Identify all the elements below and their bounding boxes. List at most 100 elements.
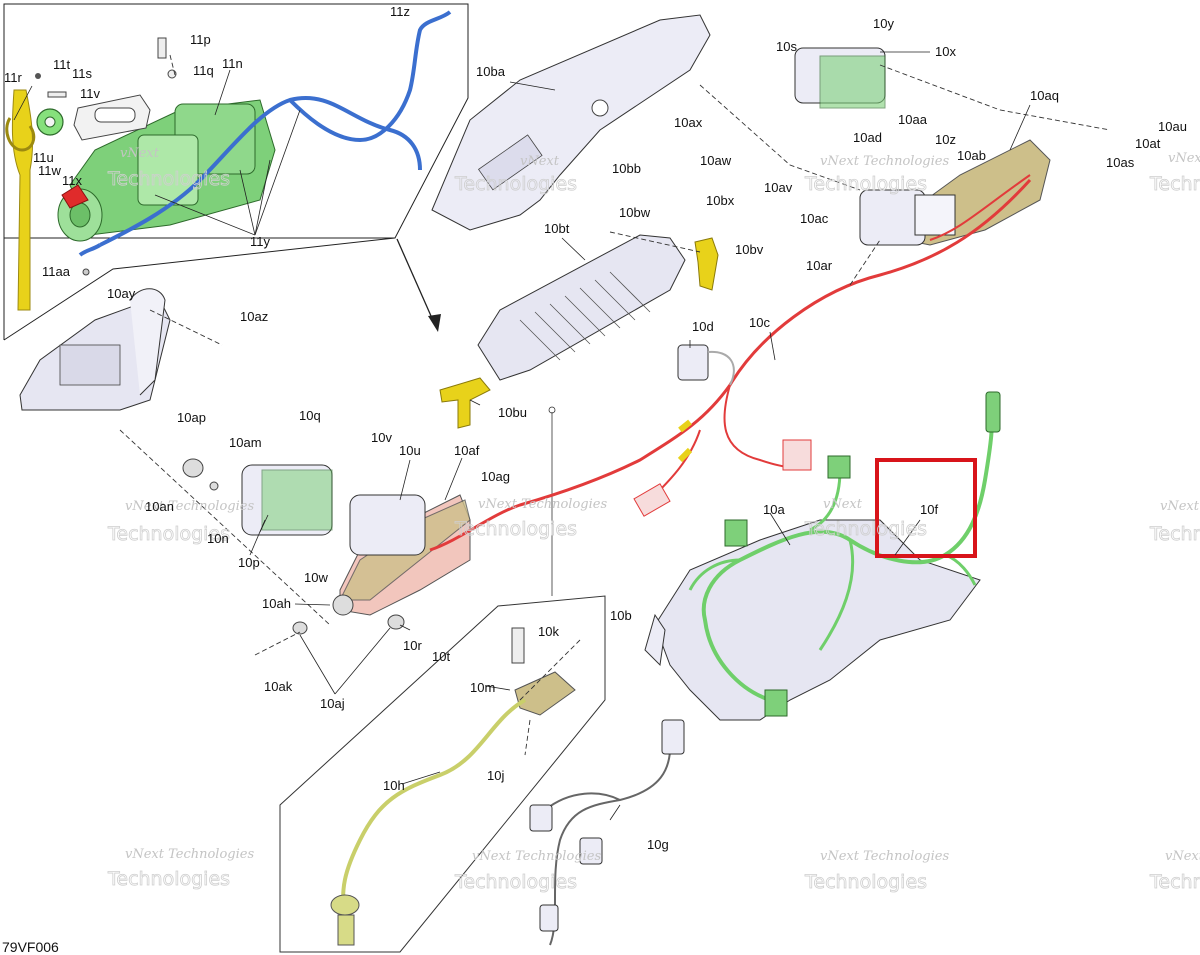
part-label: 11n bbox=[222, 56, 243, 71]
watermark-text: vNext Technologies bbox=[820, 849, 949, 864]
part-label: 10an bbox=[145, 499, 174, 514]
relay-assembly-10aq bbox=[859, 139, 1051, 246]
watermark-text: Technologies bbox=[107, 868, 230, 890]
watermark-text: Technologies bbox=[1149, 173, 1200, 195]
controller-10bt bbox=[477, 234, 686, 381]
part-label: 10au bbox=[1158, 119, 1187, 134]
relay-assembly-10af bbox=[332, 494, 471, 616]
watermark-text: Technologies bbox=[454, 173, 577, 195]
part-label: 10bt bbox=[544, 221, 570, 236]
part-label: 10j bbox=[487, 768, 504, 783]
part-label: 10az bbox=[240, 309, 268, 324]
watermark-text: vNext bbox=[1168, 151, 1200, 166]
highlight-box-10f bbox=[875, 458, 977, 558]
watermark-text: vNext Technologies bbox=[125, 499, 254, 514]
part-label: 10aj bbox=[320, 696, 345, 711]
part-label: 10r bbox=[403, 638, 422, 653]
part-label: 10f bbox=[920, 502, 938, 517]
part-label: 11t bbox=[53, 57, 70, 72]
part-label: 10bw bbox=[619, 205, 651, 220]
part-label: 11v bbox=[80, 86, 100, 101]
harness-10c bbox=[429, 178, 1032, 552]
watermark-text: vNext bbox=[120, 146, 160, 161]
watermark-text: vNext Technologies bbox=[820, 154, 949, 169]
part-label: 10ay bbox=[107, 286, 136, 301]
part-label: 11u bbox=[33, 150, 54, 165]
sensor-inset-frame bbox=[279, 406, 606, 953]
part-label: 10ba bbox=[476, 64, 506, 79]
relay-10s bbox=[794, 47, 886, 109]
part-label: 10ax bbox=[674, 115, 703, 130]
part-label: 11p bbox=[190, 32, 211, 47]
part-label: 10p bbox=[238, 555, 260, 570]
part-label: 10bx bbox=[706, 193, 735, 208]
part-label: 10ah bbox=[262, 596, 291, 611]
part-label: 11aa bbox=[42, 264, 71, 279]
bracket-10a bbox=[644, 519, 981, 721]
winch-inset-frame bbox=[3, 3, 469, 239]
connector-10d bbox=[677, 344, 735, 386]
watermark-text: vNext Technologies bbox=[1160, 499, 1200, 514]
watermark-text: Technologies bbox=[454, 518, 577, 540]
watermark-text: Technologies bbox=[804, 173, 927, 195]
part-label: 10ag bbox=[481, 469, 510, 484]
part-label: 10a bbox=[763, 502, 785, 517]
watermark-text: vNext bbox=[1165, 849, 1200, 864]
part-label: 10bb bbox=[612, 161, 641, 176]
fuse-box-inset-frame bbox=[3, 237, 396, 341]
assembly-lines bbox=[119, 54, 1111, 756]
part-label: 10af bbox=[454, 443, 480, 458]
part-label: 10aw bbox=[700, 153, 732, 168]
part-label: 10at bbox=[1135, 136, 1161, 151]
winch-assembly bbox=[5, 10, 452, 311]
part-label: 11z bbox=[390, 4, 410, 19]
part-label: 10s bbox=[776, 39, 797, 54]
part-label: 10as bbox=[1106, 155, 1135, 170]
harness-10h bbox=[330, 698, 526, 946]
part-label: 11q bbox=[193, 63, 214, 78]
part-label: 10ar bbox=[806, 258, 833, 273]
part-label: 10h bbox=[383, 778, 405, 793]
watermark-text: vNext Technologies bbox=[472, 849, 601, 864]
harness-10g bbox=[529, 719, 685, 946]
watermark-text: Technologies bbox=[454, 871, 577, 893]
watermark-text: Technologies bbox=[804, 871, 927, 893]
part-label: 10t bbox=[432, 649, 450, 664]
watermarks: vNext Technologies vNext Technologies vN… bbox=[107, 146, 1200, 893]
part-label: 10z bbox=[935, 132, 956, 147]
part-label: 10ac bbox=[800, 211, 829, 226]
part-label: 10am bbox=[229, 435, 262, 450]
leader-lines bbox=[13, 51, 1031, 821]
part-label: 10v bbox=[371, 430, 392, 445]
watermark-text: vNext bbox=[520, 154, 560, 169]
part-label: 10n bbox=[207, 531, 229, 546]
bracket-10bv bbox=[694, 237, 719, 291]
part-label: 10bu bbox=[498, 405, 527, 420]
fuse-box-10ay bbox=[19, 288, 171, 411]
part-label: 11s bbox=[72, 66, 92, 81]
part-label: 10k bbox=[538, 624, 559, 639]
diagram-code: 79VF006 bbox=[2, 939, 59, 955]
watermark-text: Technologies bbox=[1149, 871, 1200, 893]
inset-arrow bbox=[396, 238, 441, 332]
watermark-text: vNext Technologies bbox=[125, 847, 254, 862]
part-label: 10w bbox=[304, 570, 328, 585]
relay-10n bbox=[241, 464, 333, 536]
part-label: 10x bbox=[935, 44, 956, 59]
bracket-10bu bbox=[439, 377, 491, 429]
part-label: 10av bbox=[764, 180, 793, 195]
part-label: 10y bbox=[873, 16, 894, 31]
watermark-text: Technologies bbox=[804, 518, 927, 540]
part-label: 11w bbox=[38, 163, 61, 178]
part-label: 10m bbox=[470, 680, 495, 695]
bracket-10ba bbox=[431, 14, 711, 231]
watermark-text: Technologies bbox=[1149, 523, 1200, 545]
watermark-text: vNext Technologies bbox=[478, 497, 607, 512]
part-labels: 11z 11p 11t 11q 11n 11r 11s 11v 11u 11w … bbox=[4, 4, 1187, 852]
part-label: 10q bbox=[299, 408, 321, 423]
part-label: 10ab bbox=[957, 148, 986, 163]
part-label: 10ad bbox=[853, 130, 882, 145]
watermark-text: vNext bbox=[823, 497, 863, 512]
part-label: 11x bbox=[62, 173, 82, 188]
